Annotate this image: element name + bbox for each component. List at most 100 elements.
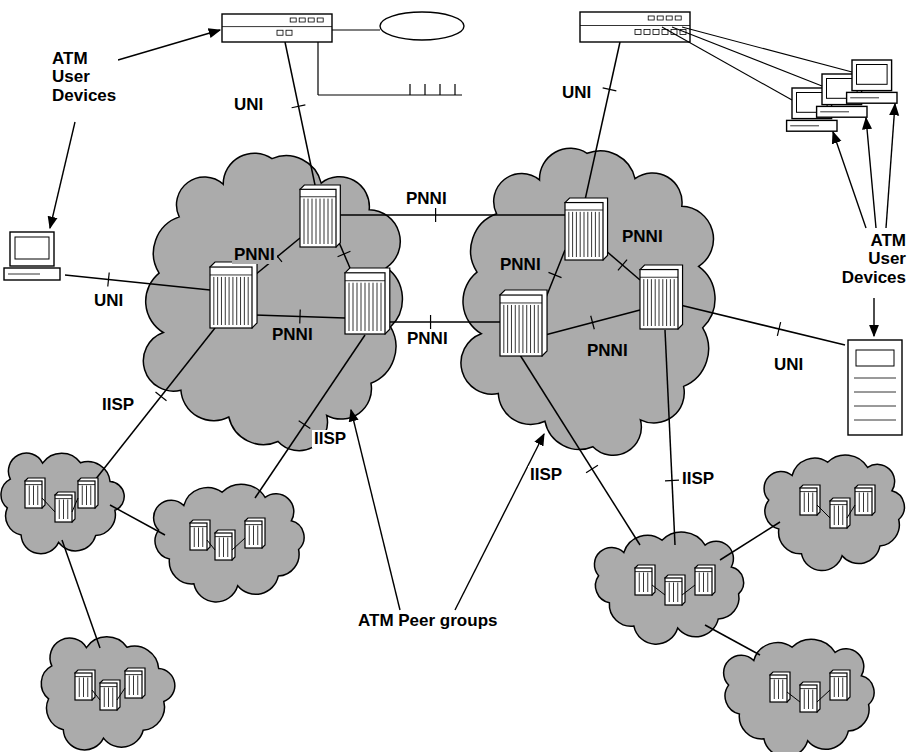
peer-group-cloud: [143, 153, 402, 451]
pnni-link: [545, 310, 640, 335]
sub-network-cloud: [594, 532, 743, 644]
link-tick: [156, 392, 167, 401]
sub-network-cloud: [724, 639, 874, 752]
iisp-link: [520, 355, 640, 545]
router-device: [222, 14, 332, 42]
sub-network-link: [720, 522, 780, 560]
sub-network-cloud: [154, 484, 304, 602]
atm-switch: [125, 668, 145, 698]
pnni-link: [605, 250, 640, 280]
sub-network-link: [110, 505, 165, 535]
link-tick: [292, 105, 306, 108]
pnni-link: [388, 321, 500, 323]
interface-label: UNI: [560, 84, 593, 102]
atm-switch: [245, 518, 265, 548]
atm-switch: [210, 262, 257, 328]
link-tick: [299, 421, 311, 429]
sub-network-link: [817, 505, 830, 518]
atm-switch: [855, 485, 875, 515]
pointer-arrow: [118, 30, 220, 60]
atm-switch: [635, 565, 655, 595]
iisp-link: [95, 328, 215, 480]
interface-label: IISP: [680, 470, 716, 488]
atm-switch: [100, 680, 120, 710]
sub-network-link: [705, 625, 760, 655]
hub-wire: [682, 27, 852, 72]
atm-switch: [345, 268, 390, 334]
uni-link: [285, 42, 315, 185]
sub-network-cloud: [764, 455, 904, 571]
link-tick: [777, 322, 780, 336]
device-caption: ATM User Devices: [50, 50, 118, 105]
atm-switch: [640, 265, 683, 329]
link-tick: [549, 272, 562, 277]
interface-label: UNI: [232, 96, 265, 114]
uni-link: [65, 275, 210, 290]
sub-network-link: [817, 690, 830, 702]
interface-label: PNNI: [404, 190, 449, 208]
atm-switch: [565, 198, 608, 260]
workstation-icon: [847, 60, 897, 103]
sub-network-link: [847, 505, 855, 518]
lan-wire: [317, 42, 318, 95]
bus-tap: [454, 84, 455, 95]
sub-network-link: [232, 538, 245, 550]
interface-label: PNNI: [270, 326, 315, 344]
sub-network-link: [62, 540, 100, 648]
pointer-arrow: [455, 434, 544, 610]
atm-switch: [75, 670, 95, 700]
sub-network-link: [117, 688, 125, 700]
link-tick: [430, 315, 431, 329]
link-tick: [299, 310, 301, 324]
link-tick: [586, 465, 598, 472]
interface-label: IISP: [100, 396, 136, 414]
uni-link: [680, 305, 845, 345]
link-tick: [618, 260, 627, 271]
sub-network-link: [207, 540, 215, 550]
atm-switch: [215, 530, 235, 560]
pointer-arrow: [833, 132, 866, 228]
interface-label: PNNI: [232, 246, 277, 264]
interface-label: UNI: [92, 292, 125, 310]
sub-network-cloud: [1, 453, 124, 554]
atm-switch: [55, 492, 75, 522]
bus-tap: [439, 84, 440, 95]
interface-label: UNI: [772, 356, 805, 374]
group-caption: ATM Peer groups: [356, 612, 499, 630]
sub-network-cloud: [41, 637, 175, 750]
bus-tap: [424, 84, 425, 95]
pointer-arrow: [886, 104, 895, 228]
atm-switch: [830, 498, 850, 528]
link-tick: [603, 88, 617, 91]
server-icon: [848, 340, 902, 435]
link-tick: [591, 316, 595, 330]
atm-switch: [78, 478, 98, 508]
hub-wire: [672, 27, 822, 86]
pointer-arrow: [873, 298, 874, 336]
interface-label: PNNI: [620, 228, 665, 246]
link-tick: [665, 480, 679, 482]
link-tick: [435, 208, 436, 222]
peer-group-cloud: [461, 148, 715, 455]
iisp-link: [255, 335, 365, 498]
sub-network-link: [652, 585, 665, 595]
hub-wire: [662, 27, 792, 100]
interface-label: PNNI: [585, 342, 630, 360]
interface-label: PNNI: [498, 256, 543, 274]
pnni-link: [338, 214, 565, 216]
atm-switch: [190, 520, 210, 550]
pnni-link: [338, 240, 350, 268]
pointer-arrow: [866, 118, 876, 228]
pointer-arrow: [351, 410, 400, 610]
atm-switch: [830, 670, 850, 700]
pointer-arrow: [50, 122, 75, 228]
atm-switch: [300, 185, 340, 247]
sub-network-link: [787, 692, 800, 702]
lan-wire: [332, 29, 380, 30]
bus-tap: [409, 84, 410, 95]
uni-link: [585, 42, 620, 200]
interface-label: IISP: [312, 430, 348, 448]
